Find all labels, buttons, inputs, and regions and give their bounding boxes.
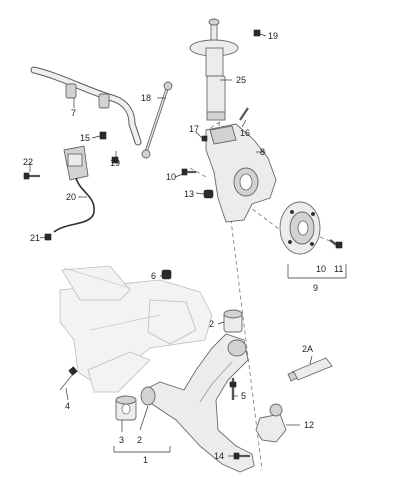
fasteners [23, 29, 343, 460]
label-7: 7 [71, 108, 76, 118]
label-8: 8 [260, 147, 265, 157]
label-20: 20 [66, 192, 76, 202]
bonded-rubber-bushing-front [223, 309, 243, 333]
label-6: 6 [151, 271, 156, 281]
label-18: 18 [141, 93, 151, 103]
track-control-arm [140, 333, 255, 473]
label-19-top: 19 [268, 31, 278, 41]
grease-tube [287, 357, 333, 382]
bonded-rubber-bushing-rear [115, 395, 137, 421]
label-9: 9 [313, 283, 318, 293]
label-11: 11 [334, 264, 343, 274]
label-21: 21 [30, 233, 40, 243]
label-12: 12 [304, 420, 314, 430]
label-2a: 2A [302, 344, 313, 354]
label-2-upper: 2 [209, 319, 214, 329]
stabilizer-bar [30, 66, 142, 146]
label-4: 4 [65, 401, 70, 411]
label-1: 1 [143, 455, 148, 465]
label-14: 14 [214, 451, 224, 461]
label-3: 3 [119, 435, 124, 445]
label-25: 25 [236, 75, 246, 85]
label-10-bottom: 10 [316, 264, 326, 274]
label-13: 13 [184, 189, 194, 199]
coupling-rod [141, 81, 173, 159]
label-17: 17 [189, 124, 199, 134]
label-10-top: 10 [166, 172, 176, 182]
label-19-bottom: 19 [110, 158, 120, 168]
subframe [59, 265, 213, 393]
stabilizer-bushing-right [98, 93, 110, 109]
stabilizer-bushing-left [65, 83, 77, 99]
label-16: 16 [240, 128, 250, 138]
ball-joint [255, 403, 287, 443]
part-labels: 19 25 18 7 16 17 8 15 19 22 10 13 20 21 … [23, 31, 343, 465]
wheel-bearing-housing [205, 123, 277, 223]
label-15: 15 [80, 133, 90, 143]
label-5: 5 [241, 391, 246, 401]
label-22: 22 [23, 157, 33, 167]
abs-sensor [53, 145, 95, 233]
shock-absorber [189, 18, 239, 121]
leader-lines [29, 33, 347, 457]
wheel-hub [279, 201, 321, 255]
label-2-lower: 2 [137, 435, 142, 445]
